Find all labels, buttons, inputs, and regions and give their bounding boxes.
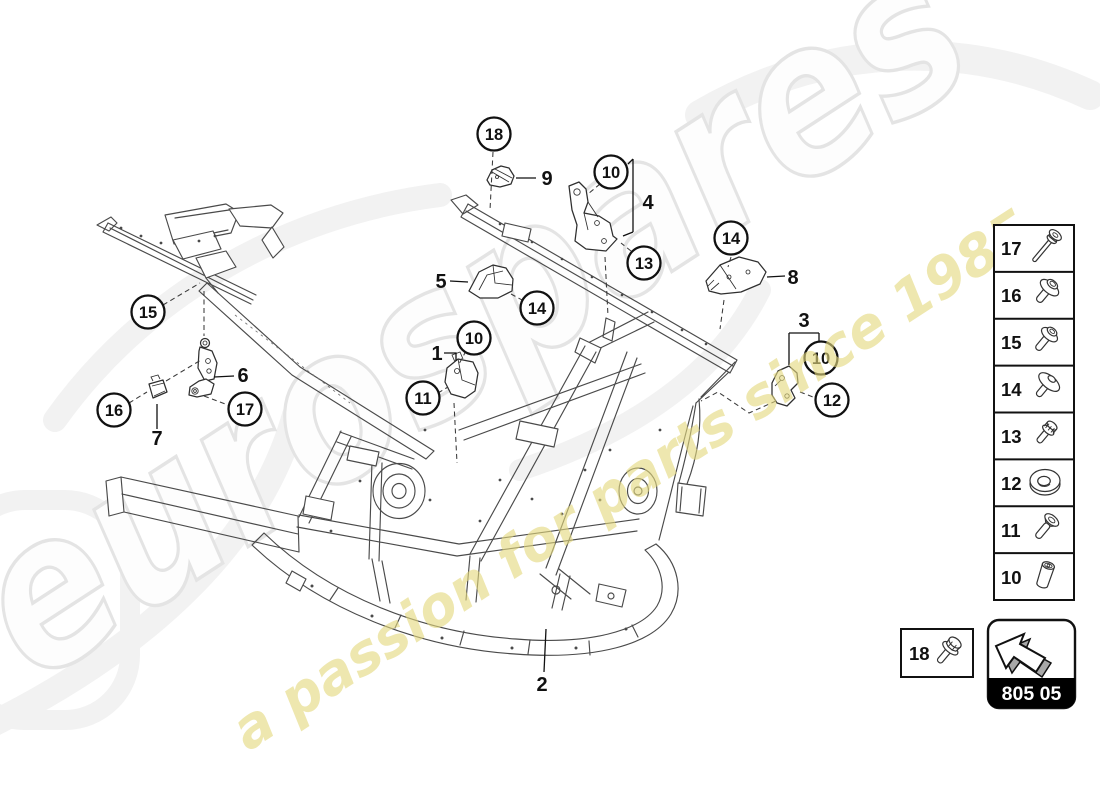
callout-number: 16 (105, 402, 123, 420)
washer-bolt-icon (1035, 372, 1061, 398)
legend-row-11[interactable]: 11 (1001, 511, 1061, 543)
torx-head-bolt-icon (1036, 420, 1058, 444)
callout-number: 14 (528, 300, 547, 318)
bolt-box-number: 18 (909, 643, 930, 664)
legend-row-15[interactable]: 15 (1001, 323, 1062, 356)
legend-number: 10 (1001, 567, 1022, 588)
callout-circle-16[interactable]: 16 (96, 392, 132, 428)
part-7-clip (148, 374, 168, 399)
legend-row-12[interactable]: 12 (1001, 468, 1061, 496)
hex-flange-bolt-icon (936, 636, 962, 664)
legend-number: 13 (1001, 426, 1022, 447)
legend-number: 14 (1001, 379, 1022, 400)
legend-row-17[interactable]: 17 (1001, 227, 1063, 265)
part-5-bracket (468, 264, 514, 299)
part-6-arm (188, 337, 218, 398)
part-label-1: 1 (431, 343, 442, 365)
part-label-4: 4 (642, 192, 654, 214)
callout-number: 10 (812, 350, 830, 368)
watermark-ghost-swooshes (0, 40, 1100, 735)
callout-number: 14 (722, 230, 741, 248)
arrow-up-left-3d-icon (994, 632, 1053, 679)
legend-number: 15 (1001, 332, 1022, 353)
part-4-bracket (568, 181, 618, 252)
plain-part-labels: 9 4 5 1 6 7 8 3 2 (151, 168, 809, 696)
threaded-sleeve-icon (1036, 561, 1055, 589)
callout-number: 18 (485, 126, 503, 144)
spacer-washer-icon (1029, 468, 1061, 496)
part-9-bracket (486, 165, 515, 188)
legend-row-10[interactable]: 10 (1001, 560, 1055, 589)
legend-row-13[interactable]: 13 (1001, 419, 1059, 447)
chassis-frame-drawing (96, 194, 738, 656)
callout-number: 17 (236, 401, 254, 419)
part-label-3: 3 (798, 310, 809, 332)
legend-row-14[interactable]: 14 (1001, 369, 1063, 404)
callout-circle-14a[interactable]: 14 (519, 290, 555, 326)
part-label-6: 6 (237, 365, 248, 387)
callout-number: 10 (465, 330, 483, 348)
part-1-bracket (444, 351, 479, 399)
callout-circle-14b[interactable]: 14 (713, 220, 749, 256)
callout-circle-15[interactable]: 15 (130, 294, 166, 330)
callout-number: 12 (823, 392, 841, 410)
callout-circle-18[interactable]: 18 (476, 116, 512, 152)
callout-circle-11[interactable]: 11 (405, 380, 441, 416)
callout-number: 11 (414, 390, 431, 408)
callout-circle-10b[interactable]: 10 (456, 320, 492, 356)
callout-circle-17[interactable]: 17 (227, 391, 263, 427)
part-label-8: 8 (787, 267, 798, 289)
legend-row-16[interactable]: 16 (1001, 274, 1063, 308)
flanged-bolt-short-icon (1035, 278, 1060, 303)
legend-number: 12 (1001, 473, 1022, 494)
part-brackets (148, 165, 799, 407)
legend-number: 17 (1001, 238, 1022, 259)
part-label-5: 5 (435, 271, 446, 293)
part-label-2: 2 (536, 674, 547, 696)
part-label-7: 7 (151, 428, 162, 450)
circle-callouts: 18 10 13 14 15 10 11 16 (96, 116, 850, 428)
callout-circle-10c[interactable]: 10 (803, 340, 839, 376)
legend-number: 16 (1001, 285, 1022, 306)
part-12-bracket (771, 365, 799, 407)
legend-number: 11 (1001, 520, 1021, 541)
callout-circle-12[interactable]: 12 (814, 382, 850, 418)
fastener-legend-sidebar: 17 16 15 (993, 224, 1075, 601)
callout-number: 13 (635, 255, 653, 273)
dashed-leader-lines (128, 151, 814, 464)
callout-circle-13[interactable]: 13 (626, 245, 662, 281)
flanged-bolt-icon (1035, 326, 1059, 352)
solid-leader-lines (156, 158, 820, 673)
flat-head-screw-long-icon (1032, 228, 1062, 263)
part-group-badge[interactable]: 805 05 (986, 618, 1077, 710)
callout-number: 10 (602, 164, 620, 182)
callout-number: 15 (139, 304, 157, 322)
part-group-code: 805 05 (1002, 683, 1062, 705)
part-label-9: 9 (541, 168, 552, 190)
countersunk-screw-icon (1035, 513, 1060, 540)
callout-circle-10a[interactable]: 10 (593, 154, 629, 190)
bolt-18-box[interactable]: 18 (900, 628, 974, 678)
